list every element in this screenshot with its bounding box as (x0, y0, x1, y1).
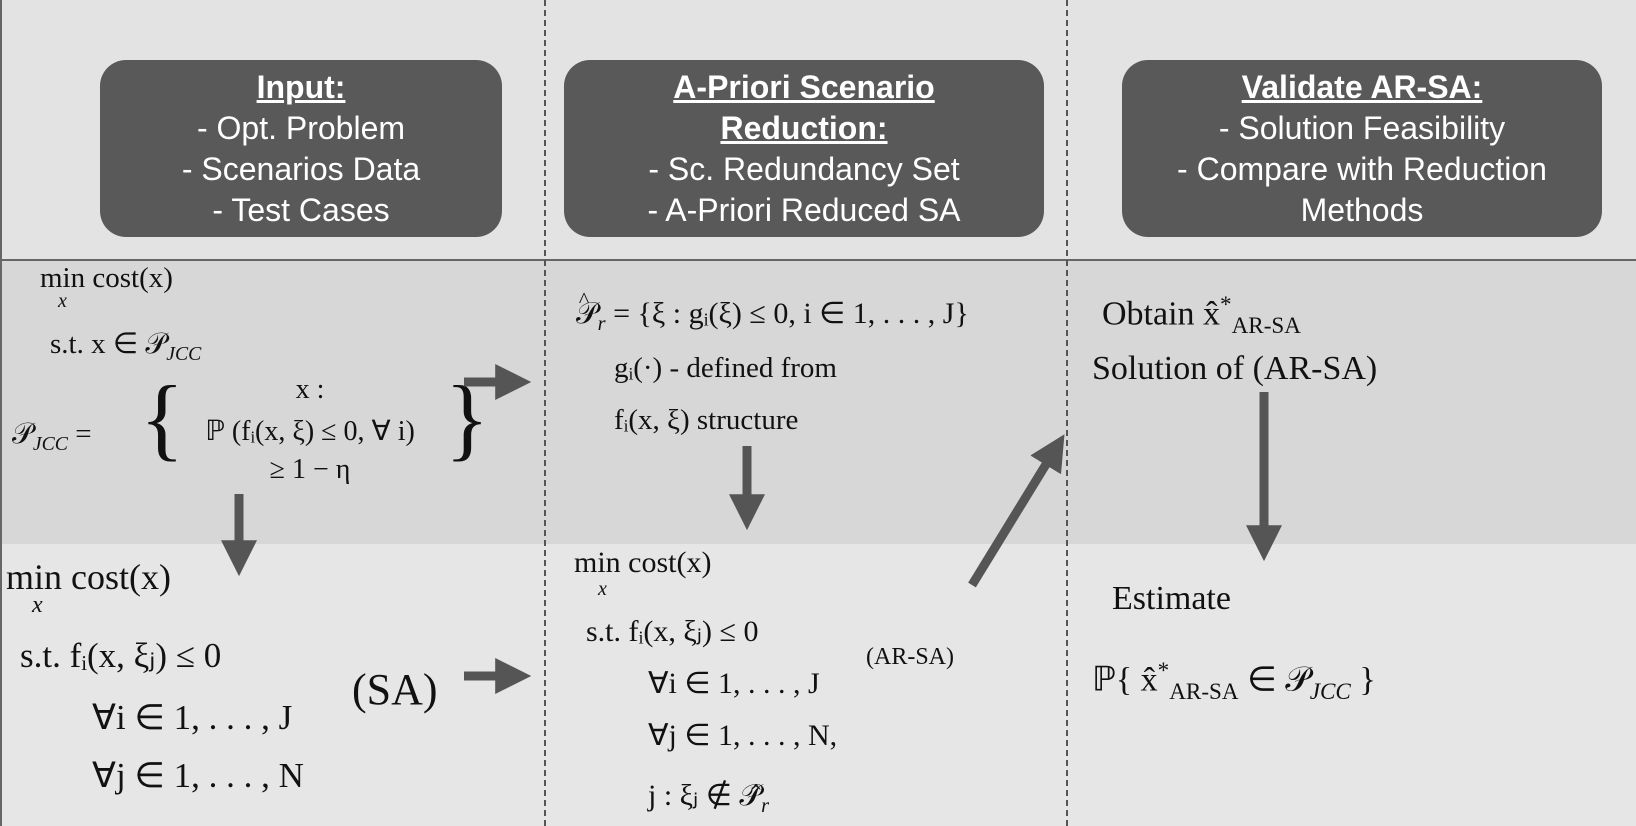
ar-objective: min cost(x) (574, 546, 712, 579)
formulation-band (0, 260, 1636, 544)
sa-label: (SA) (352, 665, 438, 714)
jcc-min-var: x (58, 290, 67, 312)
jcc-constraint: s.t. x ∈ 𝒫JCC (50, 328, 202, 365)
ar-forall-j: ∀j ∈ 1, . . . , N, (648, 719, 838, 752)
probability-expression: ℙ{ x̂*AR-SA ∈ 𝒫JCC } (1092, 658, 1376, 705)
sa-forall-j: ∀j ∈ 1, . . . , N (92, 756, 304, 795)
jcc-set-row: ≥ 1 − η (269, 454, 351, 485)
ar-forall-i: ∀i ∈ 1, . . . , J (648, 667, 820, 700)
ar-condition: j : ξⱼ ∉ 𝒫̂r (648, 779, 769, 818)
validate-item: Methods (1300, 191, 1424, 228)
jcc-set-row: x : (295, 374, 325, 405)
reduction-item: - Sc. Redundancy Set (648, 150, 960, 187)
right-brace: } (445, 367, 490, 469)
jcc-objective: min cost(x) (40, 262, 173, 294)
input-item: - Opt. Problem (196, 109, 406, 146)
left-brace: { (140, 367, 185, 469)
sa-forall-i: ∀i ∈ 1, . . . , J (92, 698, 293, 737)
estimate-text: Estimate (1112, 580, 1231, 617)
column-divider-1 (544, 0, 546, 826)
obtain-solution: Obtain x̂*AR-SA (1102, 292, 1301, 339)
ar-min-var: x (598, 578, 607, 600)
sa-constraint: s.t. fᵢ(x, ξⱼ) ≤ 0 (20, 636, 222, 675)
validate-title: Validate AR-SA: (1241, 68, 1483, 105)
jcc-set-lhs: 𝒫JCC = (12, 418, 92, 455)
validate-box: Validate AR-SA: - Solution Feasibility -… (1122, 60, 1602, 237)
arrow-arsa-to-obtain (968, 434, 1065, 588)
problem-band (0, 544, 1636, 826)
sa-objective: min cost(x) (6, 557, 171, 597)
ar-constraint: s.t. fᵢ(x, ξⱼ) ≤ 0 (586, 615, 759, 648)
input-box: Input: - Opt. Problem - Scenarios Data -… (100, 60, 502, 237)
validate-item: - Solution Feasibility (1218, 109, 1506, 146)
g-defined-text: gᵢ(·) - defined from (614, 352, 837, 384)
reduction-title: A-Priori Scenario (673, 68, 935, 105)
column-divider-2 (1066, 0, 1068, 826)
solution-of-text: Solution of (AR-SA) (1092, 350, 1378, 387)
left-border (0, 0, 2, 826)
ar-label: (AR-SA) (866, 644, 954, 670)
f-structure-text: fᵢ(x, ξ) structure (614, 404, 799, 436)
sa-min-var: x (32, 592, 43, 618)
redundancy-set-def: 𝒫r = {ξ : gᵢ(ξ) ≤ 0, i ∈ 1, . . . , J} (576, 287, 969, 336)
reduction-box: A-Priori Scenario Reduction: - Sc. Redun… (564, 60, 1044, 237)
reduction-item: - A-Priori Reduced SA (647, 191, 961, 228)
input-item: - Scenarios Data (181, 150, 421, 187)
input-item: - Test Cases (212, 191, 390, 228)
band-divider (0, 259, 1636, 261)
jcc-set-row: ℙ (fᵢ(x, ξ) ≤ 0, ∀ i) (205, 416, 415, 447)
input-title: Input: (256, 68, 346, 105)
validate-item: - Compare with Reduction (1177, 150, 1547, 187)
reduction-title: Reduction: (720, 109, 888, 146)
